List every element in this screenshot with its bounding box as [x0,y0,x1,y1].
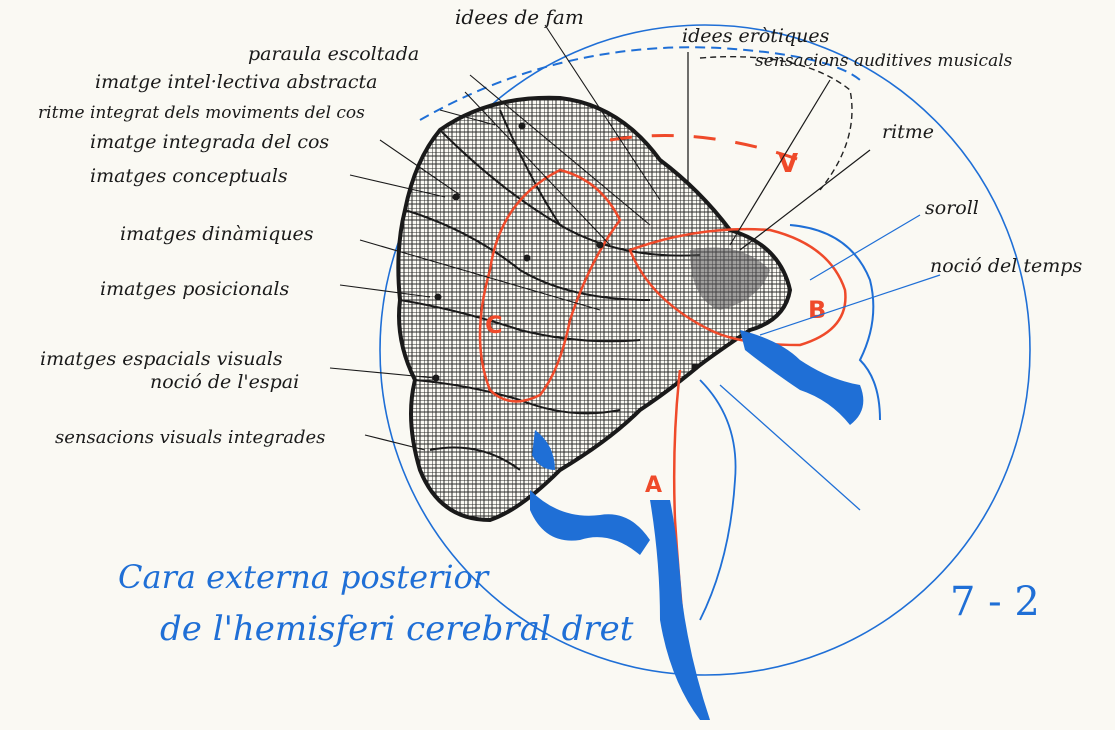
label-imatges-posicionals: imatges posicionals [100,278,289,300]
dot-2 [453,194,460,201]
label-imatges-conceptuals: imatges conceptuals [90,165,288,187]
brain-outline [398,98,790,520]
blue-brainstem [650,500,710,720]
caption-line-1: Cara externa posterior [118,558,490,596]
label-ritme: ritme [882,121,934,143]
region-label-a: A [645,473,662,498]
label-soroll: soroll [925,197,979,219]
label-idees-fam: idees de fam [455,5,584,29]
label-sensacions-visuals: sensacions visuals integrades [55,427,325,448]
region-label-v: V [778,149,798,179]
region-label-c: C [485,311,503,339]
label-imatges-espacials: imatges espacials visuals [40,348,283,370]
dot-1 [519,123,526,130]
blue-lower-lobe [530,490,650,555]
label-ritme-integrat: ritme integrat dels moviments del cos [38,103,365,123]
region-label-b: B [808,296,826,324]
dot-4 [435,294,442,301]
blue-stem-contour [700,380,736,620]
dot-6 [597,242,604,249]
dot-5 [433,375,440,382]
caption-line-2: de l'hemisferi cerebral dret [160,609,634,649]
leader-line-ritme [740,150,870,250]
label-nocio-temps: noció del temps [930,255,1082,277]
label-sensacions-auditives: sensacions auditives musicals [755,51,1013,71]
dot-7 [692,364,699,371]
label-idees-erotiques: idees eròtiques [682,25,830,47]
dot-3 [524,255,531,262]
label-imatge-intellectiva: imatge intel·lectiva abstracta [95,71,377,93]
label-paraula-escoltada: paraula escoltada [248,43,419,65]
label-imatges-dinamiques: imatges dinàmiques [120,223,314,245]
figure-number: 7 - 2 [950,579,1040,625]
leader-line-sensacions-auditives [730,80,830,245]
label-nocio-espai: noció de l'espai [150,371,299,393]
label-imatge-integrada: imatge integrada del cos [90,131,329,153]
